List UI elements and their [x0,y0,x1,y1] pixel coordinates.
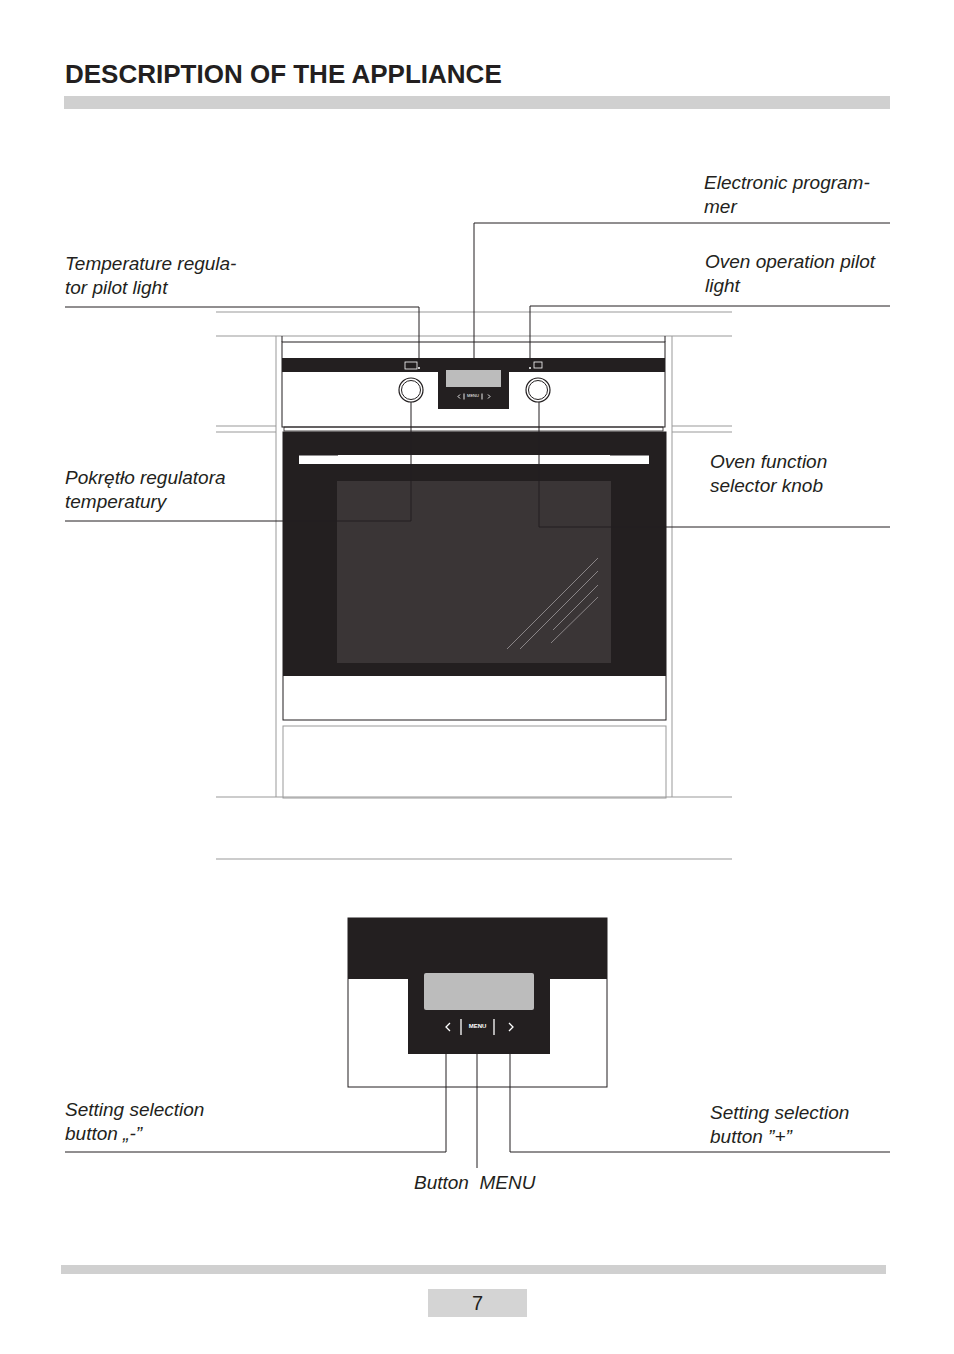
temperature-knob [399,378,423,402]
programmer-buttons-zoom [446,1019,513,1035]
header-bar [64,96,890,109]
glass-reflection [507,558,598,649]
drawer [283,726,666,798]
door-handle [299,455,649,464]
programmer-block-zoom [408,918,550,1054]
callout-label: Setting selection button „-” [65,1098,240,1146]
programmer-display [446,370,501,387]
footer-bar [61,1265,886,1274]
leader-lines [65,223,890,1168]
door-window [337,481,611,663]
oven-door [283,432,666,676]
page-number-box: 7 [428,1289,527,1317]
programmer-display-zoom [424,973,534,1010]
callout-label: Pokrętło regulatora temperatury [65,466,275,514]
page-number: 7 [472,1292,483,1315]
callout-label: Temperature regula- tor pilot light [65,252,263,300]
callout-label: Setting selection button ”+” [710,1101,885,1149]
cabinet-lines [216,312,732,859]
oven-body [283,432,666,720]
page-title: DESCRIPTION OF THE APPLIANCE [65,58,502,91]
callout-label: Button MENU [414,1171,564,1195]
button-label: MENU [463,394,483,398]
callout-label: Oven function selector knob [710,450,875,498]
operation-pilot-icon [529,362,542,369]
programmer-block [438,365,509,409]
temperature-pilot-icon [405,362,420,369]
button-label: MENU [463,1023,492,1029]
small-programmer-buttons [458,394,490,400]
callout-label: Electronic program- mer [704,171,896,219]
callout-label: Oven operation pilot light [705,250,905,298]
function-knob [526,378,550,402]
